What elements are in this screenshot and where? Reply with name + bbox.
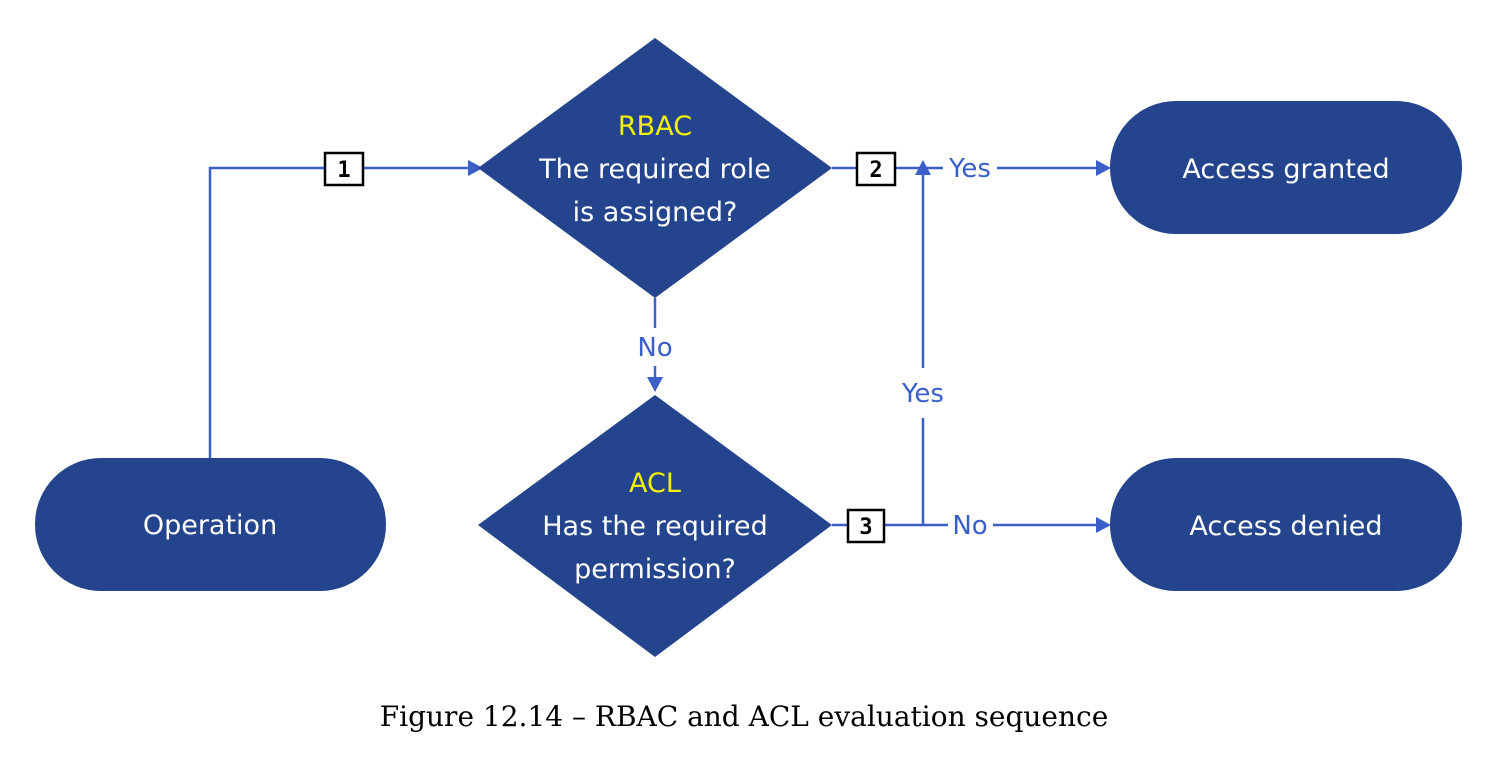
terminal-operation: [35, 458, 386, 591]
operation-label: Operation: [143, 510, 277, 541]
step-marker-3-text: 3: [859, 515, 872, 540]
decision-acl: [478, 395, 832, 657]
edge-operation-to-rbac: [208, 166, 470, 458]
step-marker-3: 3: [846, 508, 886, 544]
rbac-title: RBAC: [618, 111, 692, 142]
decision-rbac: [478, 38, 832, 298]
edge-label-acl-yes: Yes: [901, 379, 944, 409]
acl-question-line1: Has the required: [542, 511, 768, 542]
rbac-question-line1: The required role: [538, 154, 771, 185]
edge-label-rbac-yes: Yes: [948, 154, 991, 184]
edge-label-rbac-no: No: [637, 333, 672, 363]
access-denied-label: Access denied: [1189, 511, 1382, 542]
acl-question-line2: permission?: [574, 554, 736, 585]
access-granted-label: Access granted: [1182, 154, 1389, 185]
arrow-head-into-rbac: [468, 160, 483, 176]
arrow-head-up-to-yes: [915, 160, 931, 175]
step-marker-1: 1: [323, 151, 365, 187]
step-marker-2-text: 2: [869, 158, 882, 183]
step-marker-1-text: 1: [337, 158, 350, 183]
arrow-head-into-granted: [1096, 160, 1111, 176]
terminal-access-granted: [1110, 101, 1462, 234]
arrow-head-into-denied: [1096, 517, 1111, 533]
step-marker-2: 2: [855, 151, 897, 187]
arrow-head-into-acl: [647, 377, 663, 392]
acl-title: ACL: [629, 468, 681, 499]
rbac-question-line2: is assigned?: [573, 197, 738, 228]
terminal-access-denied: [1110, 458, 1462, 591]
edge-label-acl-no: No: [952, 511, 987, 541]
figure-caption: Figure 12.14 – RBAC and ACL evaluation s…: [379, 700, 1109, 733]
